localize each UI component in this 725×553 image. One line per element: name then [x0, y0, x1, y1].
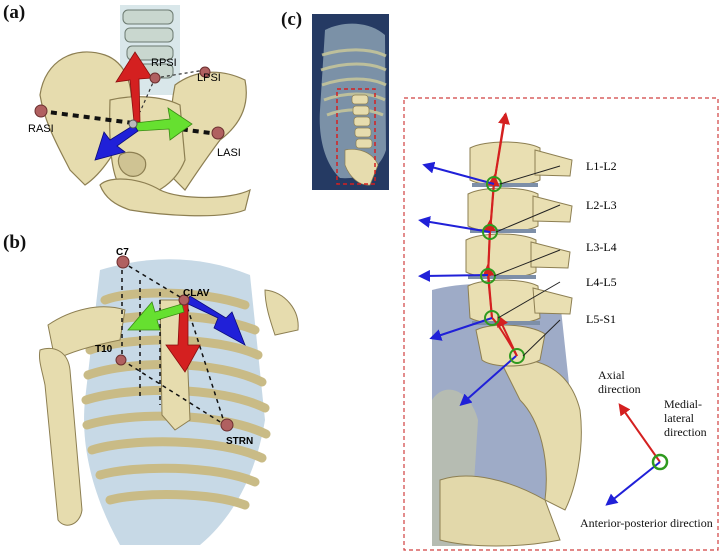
panel-label-c: (c)	[281, 9, 303, 30]
marker-rasi: RASI	[28, 123, 54, 135]
level-label-l1-l2: L1-L2	[586, 159, 617, 173]
panel-label-a: (a)	[3, 2, 26, 23]
panel-b-thorax: C7 CLAV T10 STRN	[39, 247, 299, 545]
axial-direction-label: Axial direction	[598, 368, 641, 396]
marker-c7: C7	[116, 247, 129, 258]
level-label-l2-l3: L2-L3	[586, 198, 617, 212]
panel-c-thumbnail	[312, 14, 389, 190]
level-label-l5-s1: L5-S1	[586, 312, 616, 326]
panel-c-inset: L1-L2 L2-L3 L3-L4 L4-L5 L5-S1	[403, 97, 719, 551]
panel-label-b: (b)	[3, 232, 27, 253]
marker-rpsi: RPSI	[151, 57, 177, 69]
level-label-l3-l4: L3-L4	[586, 240, 617, 254]
level-label-l4-l5: L4-L5	[586, 275, 617, 289]
marker-strn: STRN	[226, 436, 253, 447]
marker-lpsi: LPSI	[197, 72, 221, 84]
marker-lasi: LASI	[217, 147, 241, 159]
marker-clav: CLAV	[183, 288, 210, 299]
anterior-posterior-direction-label: Anterior-posterior direction	[580, 516, 713, 530]
panel-a-pelvis: RPSI LPSI RASI LASI	[28, 5, 251, 217]
marker-t10: T10	[95, 344, 113, 355]
medial-lateral-direction-label: Medial-lateral direction	[664, 397, 707, 439]
